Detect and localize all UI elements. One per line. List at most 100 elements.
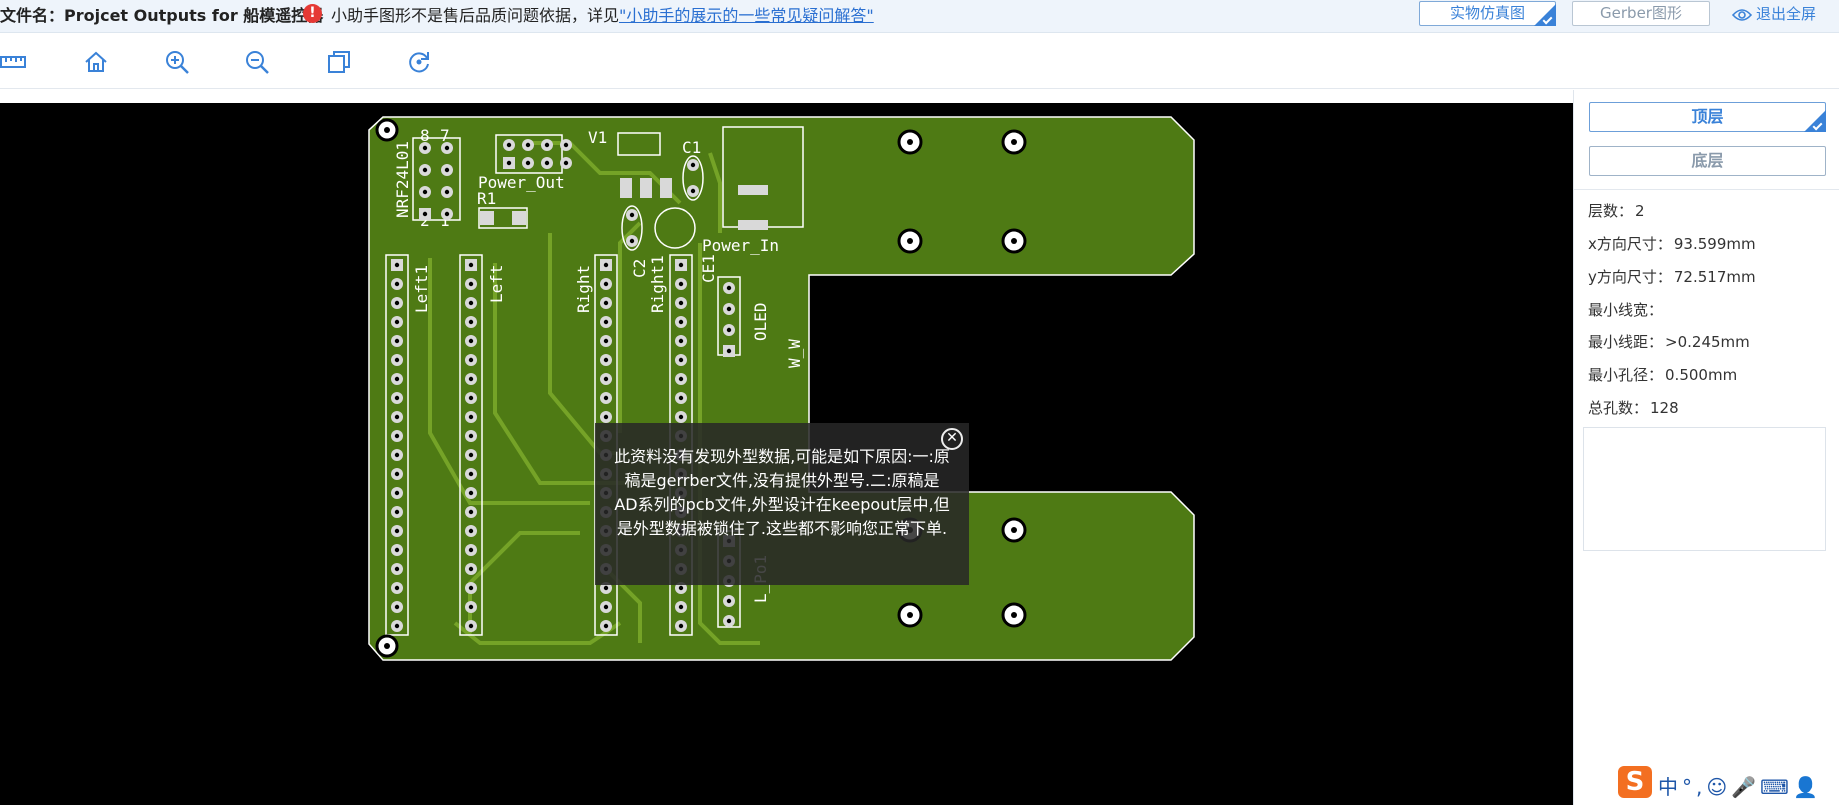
zoom-out-icon[interactable] — [243, 48, 271, 76]
pad-hole — [422, 145, 428, 151]
divider — [1574, 189, 1839, 190]
pad-hole — [563, 142, 569, 148]
pad-hole — [394, 585, 400, 591]
pad-hole — [468, 452, 474, 458]
pad-hole — [468, 471, 474, 477]
pad-hole — [629, 212, 635, 218]
sogou-logo-icon[interactable]: S — [1618, 766, 1652, 798]
label-7: 7 — [440, 126, 450, 145]
pad-hole — [603, 357, 609, 363]
pad-hole — [603, 281, 609, 287]
pad-hole — [468, 509, 474, 515]
gerber-label: Gerber图形 — [1600, 4, 1682, 22]
bottom-layer-button[interactable]: 底层 — [1589, 146, 1826, 176]
pad-hole — [629, 238, 635, 244]
pad-hole — [678, 300, 684, 306]
pad-hole — [422, 211, 428, 217]
pad-hole — [422, 167, 428, 173]
home-icon[interactable] — [82, 48, 110, 76]
label-left: Left — [487, 264, 506, 303]
pad-hole — [468, 338, 474, 344]
close-icon[interactable]: ✕ — [941, 428, 963, 450]
pad-hole — [394, 509, 400, 515]
pad-hole — [678, 585, 684, 591]
pad-hole — [394, 262, 400, 268]
pad-hole — [394, 490, 400, 496]
pad-hole — [678, 604, 684, 610]
info-min-spacing: 最小线距：>0.245mm — [1588, 333, 1750, 351]
pad-hole — [726, 598, 732, 604]
pad-hole — [603, 604, 609, 610]
exit-fullscreen-label: 退出全屏 — [1756, 5, 1817, 23]
ime-toolbar[interactable]: S 中°,☺🎤⌨👤 — [1618, 766, 1839, 802]
pad-hole — [394, 319, 400, 325]
bottom-layer-label: 底层 — [1691, 151, 1724, 170]
pad-hole — [468, 262, 474, 268]
pad-hole — [726, 285, 732, 291]
label-ce1: CE1 — [699, 254, 718, 283]
info-min-hole: 最小孔径：0.500mm — [1588, 366, 1738, 384]
checkmark-icon — [1542, 14, 1553, 25]
pad-hole — [603, 300, 609, 306]
pad-hole — [726, 618, 732, 624]
pad-hole — [394, 471, 400, 477]
label-oled: OLED — [751, 302, 770, 341]
pad-hole — [468, 281, 474, 287]
pad-hole — [544, 160, 550, 166]
pad-hole — [726, 348, 732, 354]
notice: 小助手图形不是售后品质问题依据，详见"小助手的展示的一些常见疑问解答" — [331, 2, 874, 26]
pad-hole — [678, 376, 684, 382]
pad-hole — [726, 327, 732, 333]
pad-hole — [394, 528, 400, 534]
pad-hole — [394, 300, 400, 306]
pad-hole — [603, 338, 609, 344]
pad-hole — [394, 281, 400, 287]
pad-hole — [468, 585, 474, 591]
info-y-size: y方向尺寸：72.517mm — [1588, 268, 1756, 286]
pad-hole — [394, 414, 400, 420]
pcb-board-graphic: NRF24L01 8 7 2 1 Power_Out V1 C1 R1 C2 P… — [368, 116, 1195, 661]
layer-sidebar: 顶层 底层 层数：2 x方向尺寸：93.599mm y方向尺寸：72.517mm… — [1573, 90, 1839, 805]
pad-hole — [506, 160, 512, 166]
eye-icon — [1731, 9, 1753, 21]
pad-hole — [678, 262, 684, 268]
pad-hole — [603, 395, 609, 401]
label-power-in: Power_In — [702, 236, 779, 255]
pad-hole — [468, 319, 474, 325]
pad-hole — [678, 319, 684, 325]
pad-hole — [678, 414, 684, 420]
pad-hole — [394, 376, 400, 382]
top-bar: 文件名：Projcet Outputs for 船模遥控器 ! 小助手图形不是售… — [0, 0, 1839, 33]
pad-hole — [468, 566, 474, 572]
no-outline-message: 此资料没有发现外型数据,可能是如下原因:一:原稿是gerrber文件,没有提供外… — [595, 423, 969, 585]
pad-hole — [468, 395, 474, 401]
faq-link[interactable]: "小助手的展示的一些常见疑问解答" — [619, 6, 874, 25]
top-layer-label: 顶层 — [1691, 107, 1724, 126]
notice-text: 小助手图形不是售后品质问题依据，详见 — [331, 6, 620, 25]
pad-hole — [678, 357, 684, 363]
gerber-button[interactable]: Gerber图形 — [1572, 1, 1710, 26]
pad-hole — [394, 395, 400, 401]
top-layer-button[interactable]: 顶层 — [1589, 102, 1826, 132]
pad-hole — [603, 376, 609, 382]
label-8: 8 — [420, 126, 430, 145]
pad-hole — [468, 490, 474, 496]
pad-hole — [468, 547, 474, 553]
pad-hole — [603, 262, 609, 268]
pad-hole — [544, 142, 550, 148]
pad-hole — [468, 376, 474, 382]
real-simulation-button[interactable]: 实物仿真图 — [1419, 1, 1556, 26]
exit-fullscreen-button[interactable]: 退出全屏 — [1731, 3, 1817, 24]
ime-items[interactable]: 中°,☺🎤⌨👤 — [1658, 775, 1822, 799]
label-c2: C2 — [630, 259, 649, 278]
copy-icon[interactable] — [325, 48, 353, 76]
label-w-w: W_W — [785, 339, 804, 368]
zoom-in-icon[interactable] — [163, 48, 191, 76]
toolbar — [0, 34, 1839, 89]
ruler-icon[interactable] — [0, 48, 28, 76]
pad-hole — [678, 338, 684, 344]
file-name: 文件名：Projcet Outputs for 船模遥控器 — [0, 6, 324, 25]
bottom-strip — [0, 805, 1839, 812]
pad-hole — [506, 142, 512, 148]
rotate-icon[interactable] — [405, 48, 433, 76]
